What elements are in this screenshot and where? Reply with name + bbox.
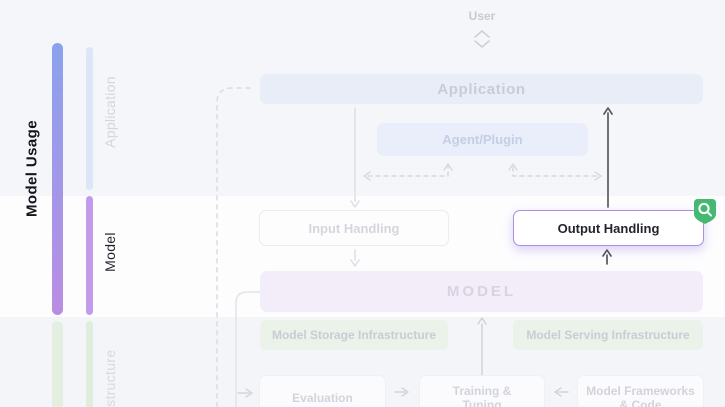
model-header-box[interactable]: MODEL — [260, 271, 703, 312]
evaluation-label: Evaluation — [292, 391, 353, 405]
training-label-line1: Training & — [452, 384, 512, 398]
model-storage-infrastructure-box[interactable]: Model Storage Infrastructure — [260, 320, 448, 350]
model-frameworks-code-box[interactable]: Model Frameworks & Code — [577, 375, 704, 407]
agent-plugin-box[interactable]: Agent/Plugin — [377, 123, 588, 156]
risk-search-badge[interactable] — [693, 198, 717, 225]
training-tuning-box[interactable]: Training & Tuning — [419, 375, 545, 407]
application-header-box[interactable]: Application — [260, 74, 703, 104]
input-handling-box[interactable]: Input Handling — [259, 210, 449, 246]
infrastructure-section-bar — [86, 321, 93, 407]
rail-label-application: Application — [102, 76, 118, 148]
model-serving-infrastructure-box[interactable]: Model Serving Infrastructure — [513, 320, 703, 350]
application-section-bar — [86, 47, 93, 190]
frameworks-label-line1: Model Frameworks — [586, 384, 695, 398]
infrastructure-scope-bar — [52, 321, 63, 407]
evaluation-box[interactable]: Evaluation — [259, 375, 386, 407]
model-usage-rail-title: Model Usage — [23, 120, 41, 217]
model-usage-scope-bar — [52, 43, 63, 315]
output-handling-box[interactable]: Output Handling — [513, 210, 704, 246]
model-section-bar — [86, 196, 93, 315]
search-shield-icon — [694, 199, 716, 224]
frameworks-label-line2: & Code — [619, 398, 662, 407]
user-label: User — [468, 9, 496, 23]
training-label-line2: Tuning — [462, 398, 502, 407]
rail-label-model: Model — [102, 232, 118, 272]
rail-label-infrastructure: Infrastructure — [102, 349, 118, 407]
